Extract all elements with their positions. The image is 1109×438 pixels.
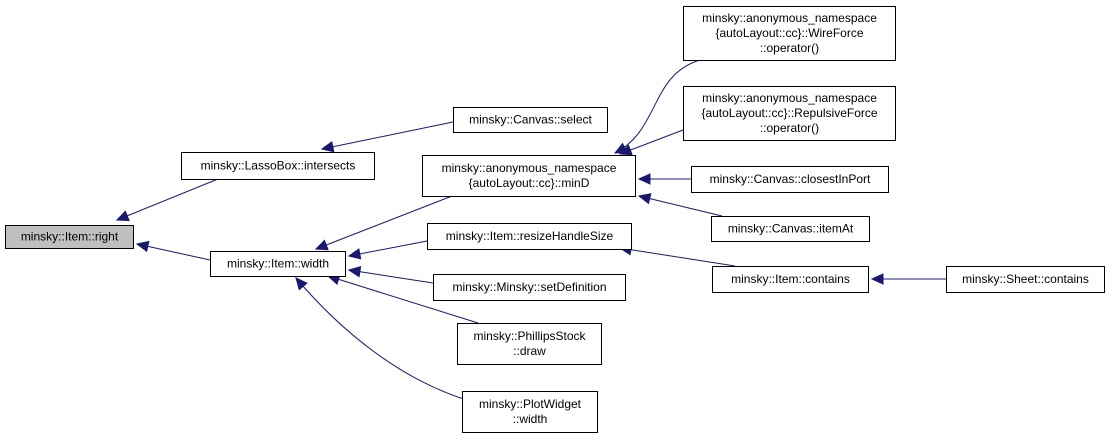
edge-closest_in_port-to-minD bbox=[637, 173, 691, 185]
arrowhead-icon bbox=[115, 210, 130, 222]
node-canvas-item-at[interactable]: minsky::Canvas::itemAt bbox=[711, 216, 870, 242]
node-label: minsky::Item::right bbox=[21, 230, 119, 244]
node-label: minsky::PhillipsStock bbox=[473, 329, 586, 343]
node-box bbox=[683, 86, 896, 141]
node-set-definition[interactable]: minsky::Minsky::setDefinition bbox=[433, 274, 626, 301]
edge-line bbox=[638, 195, 723, 217]
node-phillips-draw[interactable]: minsky::PhillipsStock::draw bbox=[457, 323, 602, 365]
node-lasso-intersects[interactable]: minsky::LassoBox::intersects bbox=[181, 152, 375, 180]
edge-item_width-to-item_right bbox=[135, 240, 211, 261]
arrowhead-icon bbox=[870, 273, 884, 285]
edge-plotwidget_width-to-item_width bbox=[295, 277, 471, 402]
node-label: minsky::Item::width bbox=[227, 257, 329, 271]
node-box bbox=[683, 6, 896, 61]
edge-line bbox=[315, 195, 453, 250]
node-box bbox=[946, 266, 1105, 293]
edge-line bbox=[116, 178, 219, 221]
node-label: minsky::Sheet::contains bbox=[962, 272, 1089, 286]
arrowhead-icon bbox=[295, 277, 308, 291]
node-box bbox=[711, 216, 870, 242]
node-box bbox=[422, 155, 636, 197]
edge-line bbox=[327, 275, 479, 324]
edge-sheet_contains-to-item_contains bbox=[870, 273, 946, 285]
edge-lasso_intersects-to-item_right bbox=[115, 178, 219, 222]
node-label: minsky::Canvas::closestInPort bbox=[710, 172, 871, 186]
edge-repulsiveforce-to-minD bbox=[618, 129, 684, 156]
node-item-right: minsky::Item::right bbox=[5, 225, 134, 249]
edge-canvas_item_at-to-minD bbox=[637, 193, 723, 217]
edge-item_contains-to-resize_handle bbox=[618, 244, 736, 267]
node-label: minsky::LassoBox::intersects bbox=[201, 159, 356, 173]
node-box bbox=[453, 107, 608, 133]
node-box bbox=[5, 225, 134, 249]
node-box bbox=[712, 266, 869, 293]
edge-line bbox=[348, 269, 434, 284]
edge-line bbox=[614, 59, 701, 154]
arrowhead-icon bbox=[637, 173, 651, 185]
edge-line bbox=[136, 243, 211, 261]
node-box bbox=[427, 223, 632, 250]
node-canvas-select[interactable]: minsky::Canvas::select bbox=[453, 107, 608, 133]
arrowhead-icon bbox=[637, 193, 652, 205]
node-label: ::operator() bbox=[760, 121, 819, 135]
node-box bbox=[433, 274, 626, 301]
node-label: ::draw bbox=[513, 344, 546, 358]
node-label: minsky::Item::contains bbox=[731, 272, 850, 286]
node-wireforce[interactable]: minsky::anonymous_namespace{autoLayout::… bbox=[683, 6, 896, 61]
node-label: minsky::Canvas::select bbox=[469, 113, 592, 127]
node-plotwidget-width[interactable]: minsky::PlotWidget::width bbox=[462, 391, 598, 433]
edges bbox=[115, 59, 946, 402]
edge-minD-to-item_width bbox=[314, 195, 453, 251]
arrowhead-icon bbox=[618, 144, 633, 156]
edge-line bbox=[321, 121, 454, 150]
node-box bbox=[691, 166, 889, 193]
node-label: minsky::Item::resizeHandleSize bbox=[446, 229, 614, 243]
node-box bbox=[210, 251, 346, 277]
node-label: minsky::Minsky::setDefinition bbox=[452, 280, 606, 294]
arrowhead-icon bbox=[347, 266, 362, 278]
node-minD[interactable]: minsky::anonymous_namespace{autoLayout::… bbox=[422, 155, 636, 197]
edge-line bbox=[295, 277, 471, 402]
node-label: minsky::anonymous_namespace bbox=[702, 11, 877, 25]
node-label: minsky::anonymous_namespace bbox=[702, 91, 877, 105]
node-box bbox=[462, 391, 598, 433]
node-label: {autoLayout::cc}::minD bbox=[469, 176, 590, 190]
arrowhead-icon bbox=[314, 239, 329, 251]
node-item-contains[interactable]: minsky::Item::contains bbox=[712, 266, 869, 293]
edge-line bbox=[619, 247, 736, 267]
nodes: minsky::Item::right minsky::LassoBox::int… bbox=[5, 6, 1105, 433]
edge-resize_handle-to-item_width bbox=[347, 240, 428, 260]
node-resize-handle[interactable]: minsky::Item::resizeHandleSize bbox=[427, 223, 632, 250]
node-item-width[interactable]: minsky::Item::width bbox=[210, 251, 346, 277]
arrowhead-icon bbox=[347, 248, 362, 260]
node-label: minsky::Canvas::itemAt bbox=[728, 222, 854, 236]
node-label: ::operator() bbox=[760, 41, 819, 55]
node-box bbox=[181, 152, 375, 180]
edge-set_definition-to-item_width bbox=[347, 266, 434, 284]
node-repulsiveforce[interactable]: minsky::anonymous_namespace{autoLayout::… bbox=[683, 86, 896, 141]
node-label: ::width bbox=[513, 412, 548, 426]
arrowhead-icon bbox=[320, 141, 335, 153]
node-closest-in-port[interactable]: minsky::Canvas::closestInPort bbox=[691, 166, 889, 193]
arrowhead-icon bbox=[135, 240, 150, 253]
node-label: minsky::PlotWidget bbox=[479, 397, 582, 411]
node-label: {autoLayout::cc}::RepulsiveForce bbox=[701, 106, 877, 120]
node-sheet-contains[interactable]: minsky::Sheet::contains bbox=[946, 266, 1105, 293]
edge-canvas_select-to-lasso_intersects bbox=[320, 121, 454, 153]
node-label: {autoLayout::cc}::WireForce bbox=[715, 26, 863, 40]
edge-line bbox=[348, 240, 428, 257]
node-box bbox=[457, 323, 602, 365]
node-label: minsky::anonymous_namespace bbox=[442, 161, 617, 175]
